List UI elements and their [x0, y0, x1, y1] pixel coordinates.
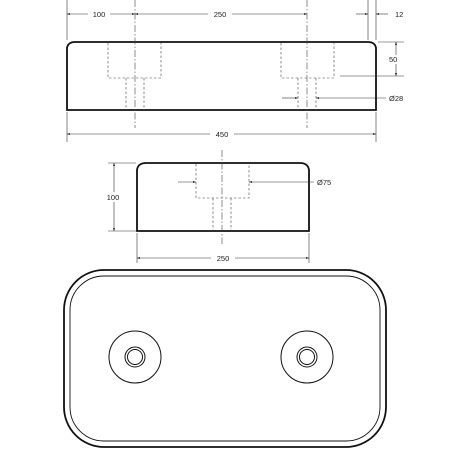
side-view: 100 250 12 50 Ø28 450: [66, 0, 405, 142]
right-hole: [280, 330, 334, 384]
left-hole-hidden-lines: [107, 43, 162, 110]
dim-overall-length: 450: [216, 130, 229, 139]
dim-height: 50: [389, 55, 397, 64]
end-view: Ø75 100 250: [104, 150, 331, 263]
side-view-outline: [66, 41, 377, 111]
dim-bore: Ø28: [389, 94, 403, 103]
dim-counterbore: Ø75: [317, 178, 331, 187]
right-hole-hidden-lines: [280, 43, 335, 110]
end-view-hidden-lines: [195, 164, 250, 231]
plan-view-outer-outline: [63, 269, 387, 448]
plan-view-inner-outline: [69, 275, 381, 442]
dim-end-width: 250: [217, 254, 230, 263]
left-hole: [108, 330, 162, 384]
dim-left-spacing: 100: [93, 10, 106, 19]
dim-hole-spacing: 250: [214, 10, 227, 19]
dim-end-height: 100: [107, 193, 120, 202]
end-view-outline: [136, 162, 310, 232]
dim-chamfer: 12: [395, 10, 403, 19]
plan-view: [63, 269, 387, 448]
